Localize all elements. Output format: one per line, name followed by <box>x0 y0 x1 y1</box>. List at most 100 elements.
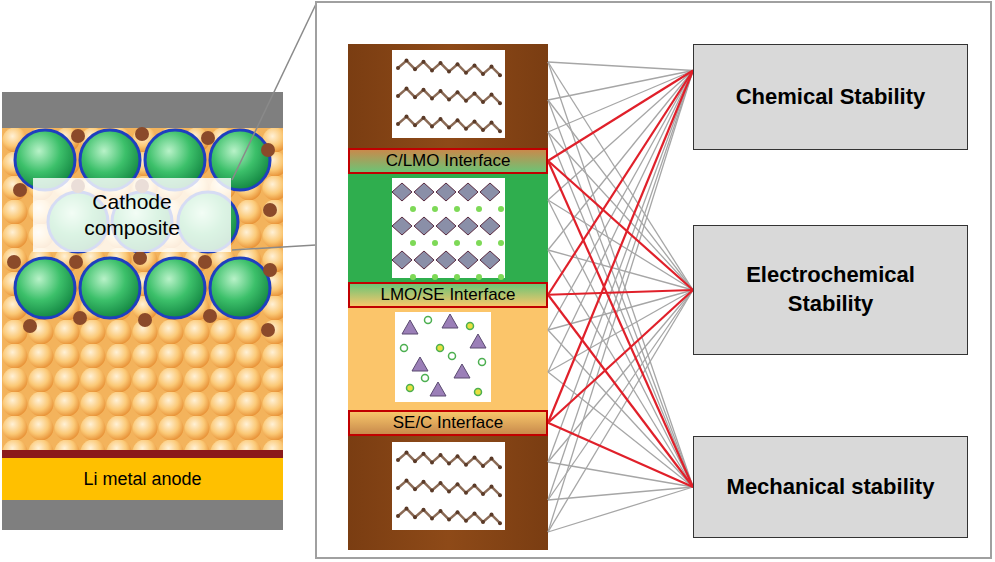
carbon-atom <box>422 116 426 120</box>
octahedron <box>414 217 434 235</box>
carbon-atom <box>422 480 426 484</box>
octahedron <box>436 251 456 269</box>
lithium-atom <box>432 274 438 280</box>
lmo-particle <box>145 258 205 318</box>
property-box: Chemical Stability <box>693 44 968 150</box>
ion-site <box>479 359 486 366</box>
cathode-particles <box>7 127 277 337</box>
ps4-unit <box>430 382 446 396</box>
property-box: Electrochemical Stability <box>693 225 968 355</box>
carbon-atom <box>396 458 400 462</box>
node-text: Mechanical stability <box>727 473 935 502</box>
lithium-atom <box>432 240 438 246</box>
carbon-atom <box>413 487 417 491</box>
carbon-atom <box>447 518 451 522</box>
lmo-particle <box>15 258 75 318</box>
carbon-particle <box>13 183 27 197</box>
carbon-atom <box>405 507 409 511</box>
ion-site <box>437 345 444 352</box>
lmo-particle <box>80 258 140 318</box>
relation-line <box>548 62 693 487</box>
graphite-structure <box>392 442 505 530</box>
carbon-particle <box>261 143 275 157</box>
carbon-atom <box>490 513 494 517</box>
relation-line <box>548 462 693 487</box>
lithium-atom <box>454 206 460 212</box>
carbon-particle <box>7 255 21 269</box>
carbon-atom <box>490 485 494 489</box>
carbon-atom <box>498 493 502 497</box>
ps4-unit <box>412 357 428 371</box>
solid-electrolyte <box>2 128 283 452</box>
carbon-particle <box>71 129 85 143</box>
relation-connector <box>548 290 693 423</box>
lithium-atom <box>410 240 416 246</box>
carbon-atom <box>447 98 451 102</box>
node-text: Cathode composite <box>43 189 221 242</box>
octahedron <box>458 251 478 269</box>
lithium-atom <box>476 240 482 246</box>
ps4-unit <box>470 334 486 348</box>
interface-box: C/LMO Interface <box>348 148 548 174</box>
relation-line <box>548 71 693 533</box>
carbon-particle <box>73 311 87 325</box>
node-text: Electrochemical Stability <box>714 261 947 318</box>
carbon-atom <box>413 123 417 127</box>
relation-line <box>548 71 693 501</box>
property-box: Mechanical stability <box>693 436 968 538</box>
ion-site <box>467 323 474 330</box>
carbon-atom <box>430 516 434 520</box>
node-text: C/LMO Interface <box>386 151 511 171</box>
carbon-atom <box>422 60 426 64</box>
octahedron <box>436 217 456 235</box>
carbon-particle <box>198 255 212 269</box>
graphite-layer <box>398 117 500 132</box>
ps4-unit <box>402 320 418 334</box>
octahedron <box>458 217 478 235</box>
relation-line <box>548 330 693 487</box>
carbon-atom <box>464 127 468 131</box>
carbon-atom <box>447 126 451 130</box>
carbon-atom <box>473 119 477 123</box>
anode-band: Li metal anode <box>2 458 283 500</box>
carbon-atom <box>473 511 477 515</box>
carbon-atom <box>430 488 434 492</box>
current-collector <box>2 500 283 530</box>
carbon-atom <box>481 492 485 496</box>
zoom-line <box>232 4 316 180</box>
octahedron <box>392 251 412 269</box>
relation-lines <box>548 62 693 532</box>
relation-connector <box>548 295 693 487</box>
carbon-atom <box>456 510 460 514</box>
interface-box: LMO/SE Interface <box>348 282 548 308</box>
octahedron <box>458 183 478 201</box>
lithium-atom <box>410 206 416 212</box>
carbon-atom <box>498 465 502 469</box>
carbon-atom <box>490 121 494 125</box>
carbon-particle <box>133 251 147 265</box>
relation-connector <box>548 290 693 295</box>
ion-site <box>401 345 408 352</box>
callout-label: Cathode composite <box>33 178 231 252</box>
relation-connector <box>548 71 693 161</box>
ion-site <box>425 317 432 324</box>
relation-line <box>548 290 693 372</box>
graphite-structure <box>392 50 505 138</box>
graphite-layer <box>398 61 500 76</box>
carbon-atom <box>405 87 409 91</box>
carbon-atom <box>413 515 417 519</box>
lithium-atom <box>410 274 416 280</box>
carbon-atom <box>464 99 468 103</box>
carbon-atom <box>498 101 502 105</box>
lithium-atom <box>498 206 504 212</box>
octahedron <box>414 251 434 269</box>
carbon-atom <box>396 486 400 490</box>
carbon-atom <box>464 519 468 523</box>
relation-line <box>548 71 693 463</box>
carbon-particle <box>201 131 215 145</box>
carbon-atom <box>405 115 409 119</box>
relation-line <box>548 71 693 251</box>
carbon-atom <box>413 459 417 463</box>
carbon-particle <box>69 255 83 269</box>
relation-line <box>548 487 693 532</box>
